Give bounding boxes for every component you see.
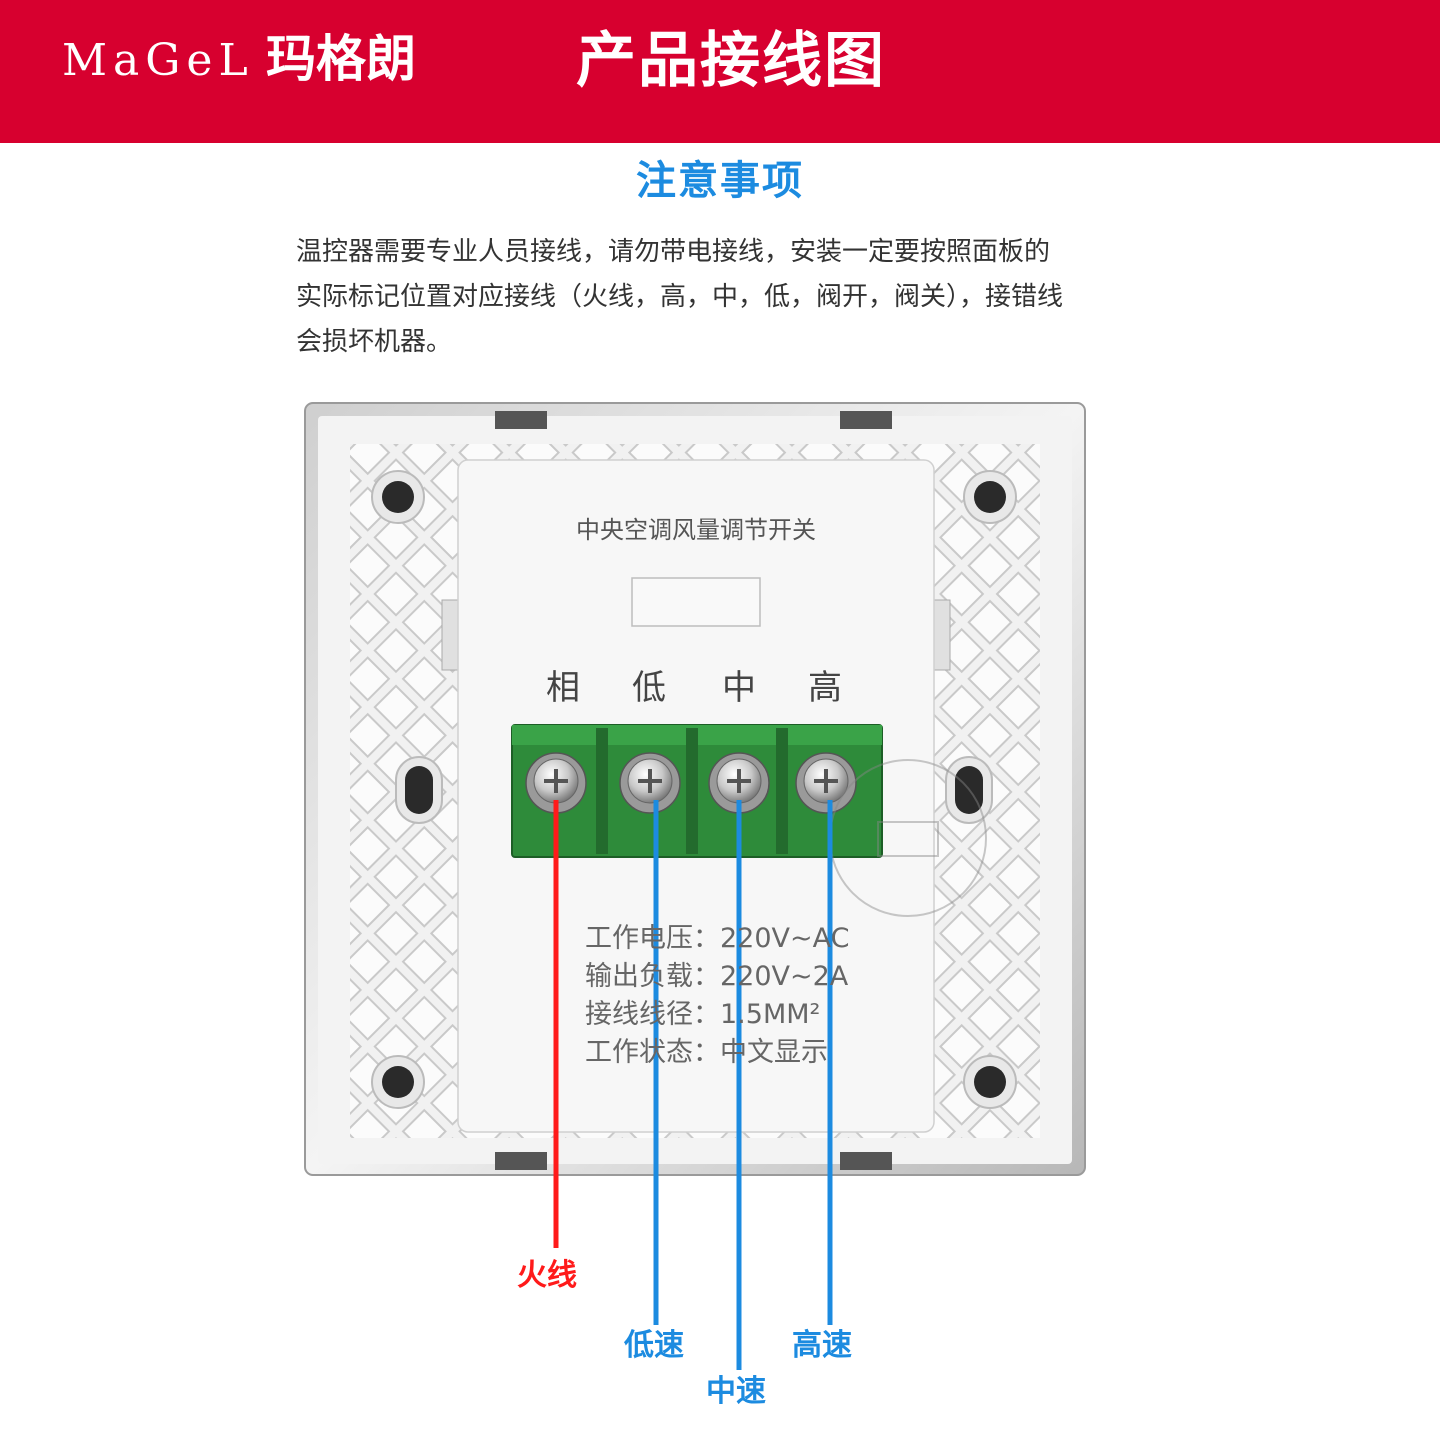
clip (495, 411, 547, 429)
terminal-label-phase: 相 (546, 668, 580, 708)
indicator-window (631, 577, 761, 627)
mounting-hole (371, 470, 425, 524)
wire-label-mid: 中速 (706, 1374, 766, 1409)
product-name: 中央空调风量调节开关 (576, 516, 816, 544)
brand-name-en: MaGeL (62, 35, 254, 86)
page-title: 产品接线图 (576, 26, 886, 96)
terminal-screw (619, 752, 681, 814)
spec-line: 工作状态：中文显示 (585, 1037, 828, 1068)
terminal-divider (686, 728, 698, 854)
terminal-screw (708, 752, 770, 814)
terminal-label-mid: 中 (722, 668, 756, 708)
notice-heading: 注意事项 (636, 158, 804, 204)
spec-line: 接线线径：1.5MM² (585, 999, 821, 1030)
clip (840, 411, 892, 429)
spec-list: 工作电压：220V~AC 输出负载：220V~2A 接线线径：1.5MM² 工作… (585, 920, 849, 1072)
wire-label-high: 高速 (792, 1328, 852, 1363)
spec-line: 输出负载：220V~2A (585, 961, 849, 992)
clip (840, 1152, 892, 1170)
terminal-label-high: 高 (808, 668, 842, 708)
mounting-hole (371, 1055, 425, 1109)
slot-hole (395, 756, 443, 824)
notice-line: 会损坏机器。 (296, 327, 453, 357)
header-bar: MaGeL 玛格朗 产品接线图 (0, 0, 1440, 143)
terminal-screw (525, 752, 587, 814)
mounting-hole (963, 1055, 1017, 1109)
wire-label-live: 火线 (517, 1258, 577, 1293)
slot-hole (945, 756, 993, 824)
terminal-screw (795, 752, 857, 814)
terminal-divider (596, 728, 608, 854)
spec-line: 工作电压：220V~AC (585, 923, 850, 954)
clip (495, 1152, 547, 1170)
notice-body: 温控器需要专业人员接线，请勿带电接线，安装一定要按照面板的 实际标记位置对应接线… (296, 230, 1216, 365)
terminal-label-low: 低 (632, 668, 666, 708)
brand-name-cn: 玛格朗 (266, 30, 416, 88)
wire-label-low: 低速 (624, 1328, 684, 1363)
notice-line: 温控器需要专业人员接线，请勿带电接线，安装一定要按照面板的 (296, 237, 1051, 267)
terminal-divider (776, 728, 788, 854)
mounting-hole (963, 470, 1017, 524)
notice-line: 实际标记位置对应接线（火线，高，中，低，阀开，阀关），接错线 (296, 282, 1064, 312)
